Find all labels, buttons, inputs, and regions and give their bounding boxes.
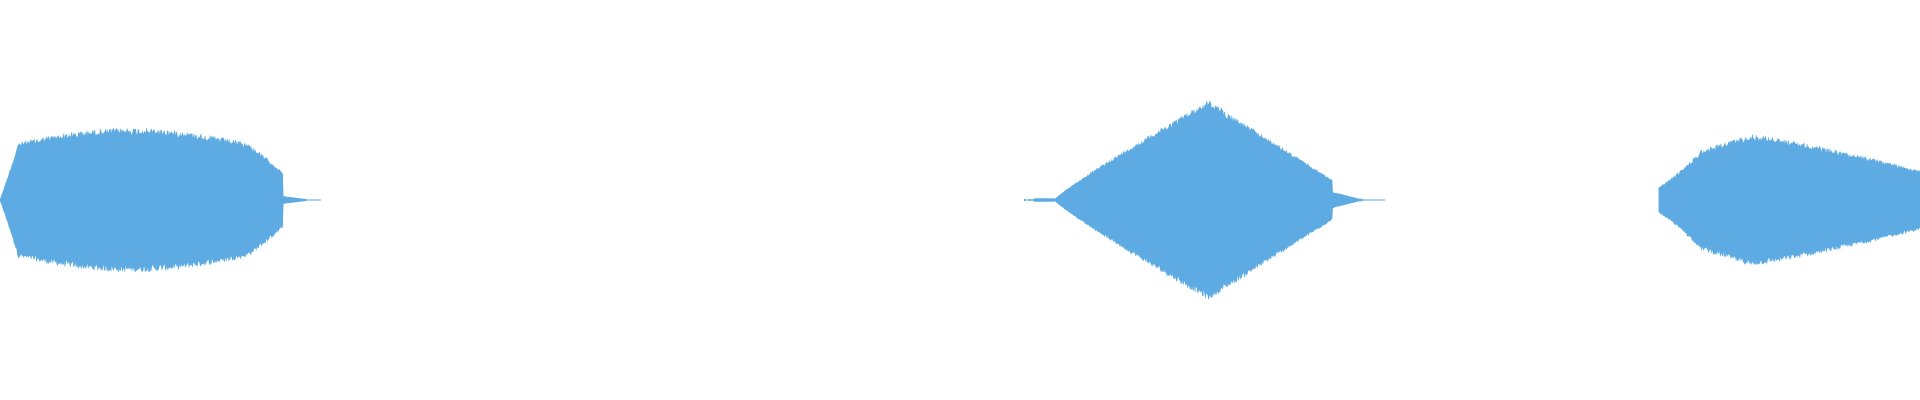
waveform-burst-2 — [1026, 100, 1386, 300]
waveform-envelope-2 — [1026, 100, 1363, 300]
waveform-envelope-3 — [1658, 134, 1920, 266]
waveform-burst-3 — [1658, 134, 1920, 266]
waveform-burst-1 — [0, 127, 322, 273]
waveform-bursts — [0, 100, 1920, 300]
waveform-speck — [1024, 199, 1026, 201]
waveform-envelope-1 — [0, 127, 307, 273]
